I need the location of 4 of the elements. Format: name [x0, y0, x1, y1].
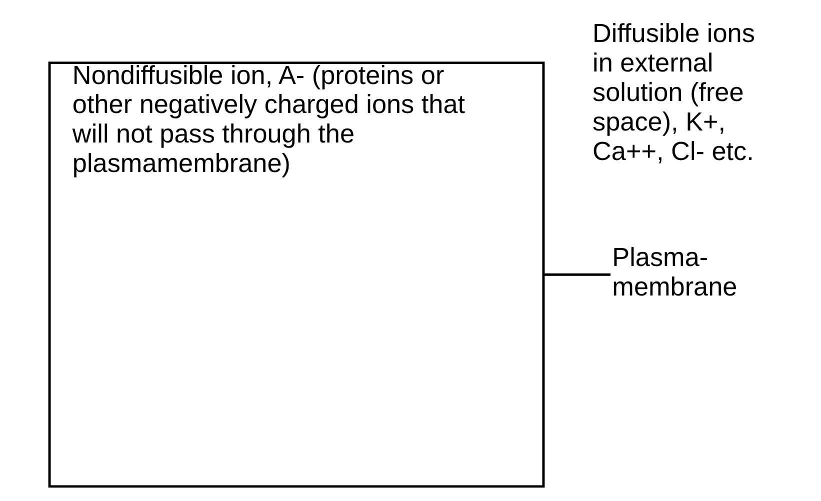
connector [544, 273, 610, 276]
node-text: Plasma- membrane [612, 242, 737, 302]
node-box: Nondiffusible ion, A- (proteins or other negatively charged ions that will not pass through the plasmamembrane) [48, 62, 544, 488]
label: Diffusible ions in external solution (free space), K+, Ca++, Cl- etc. [592, 18, 754, 166]
